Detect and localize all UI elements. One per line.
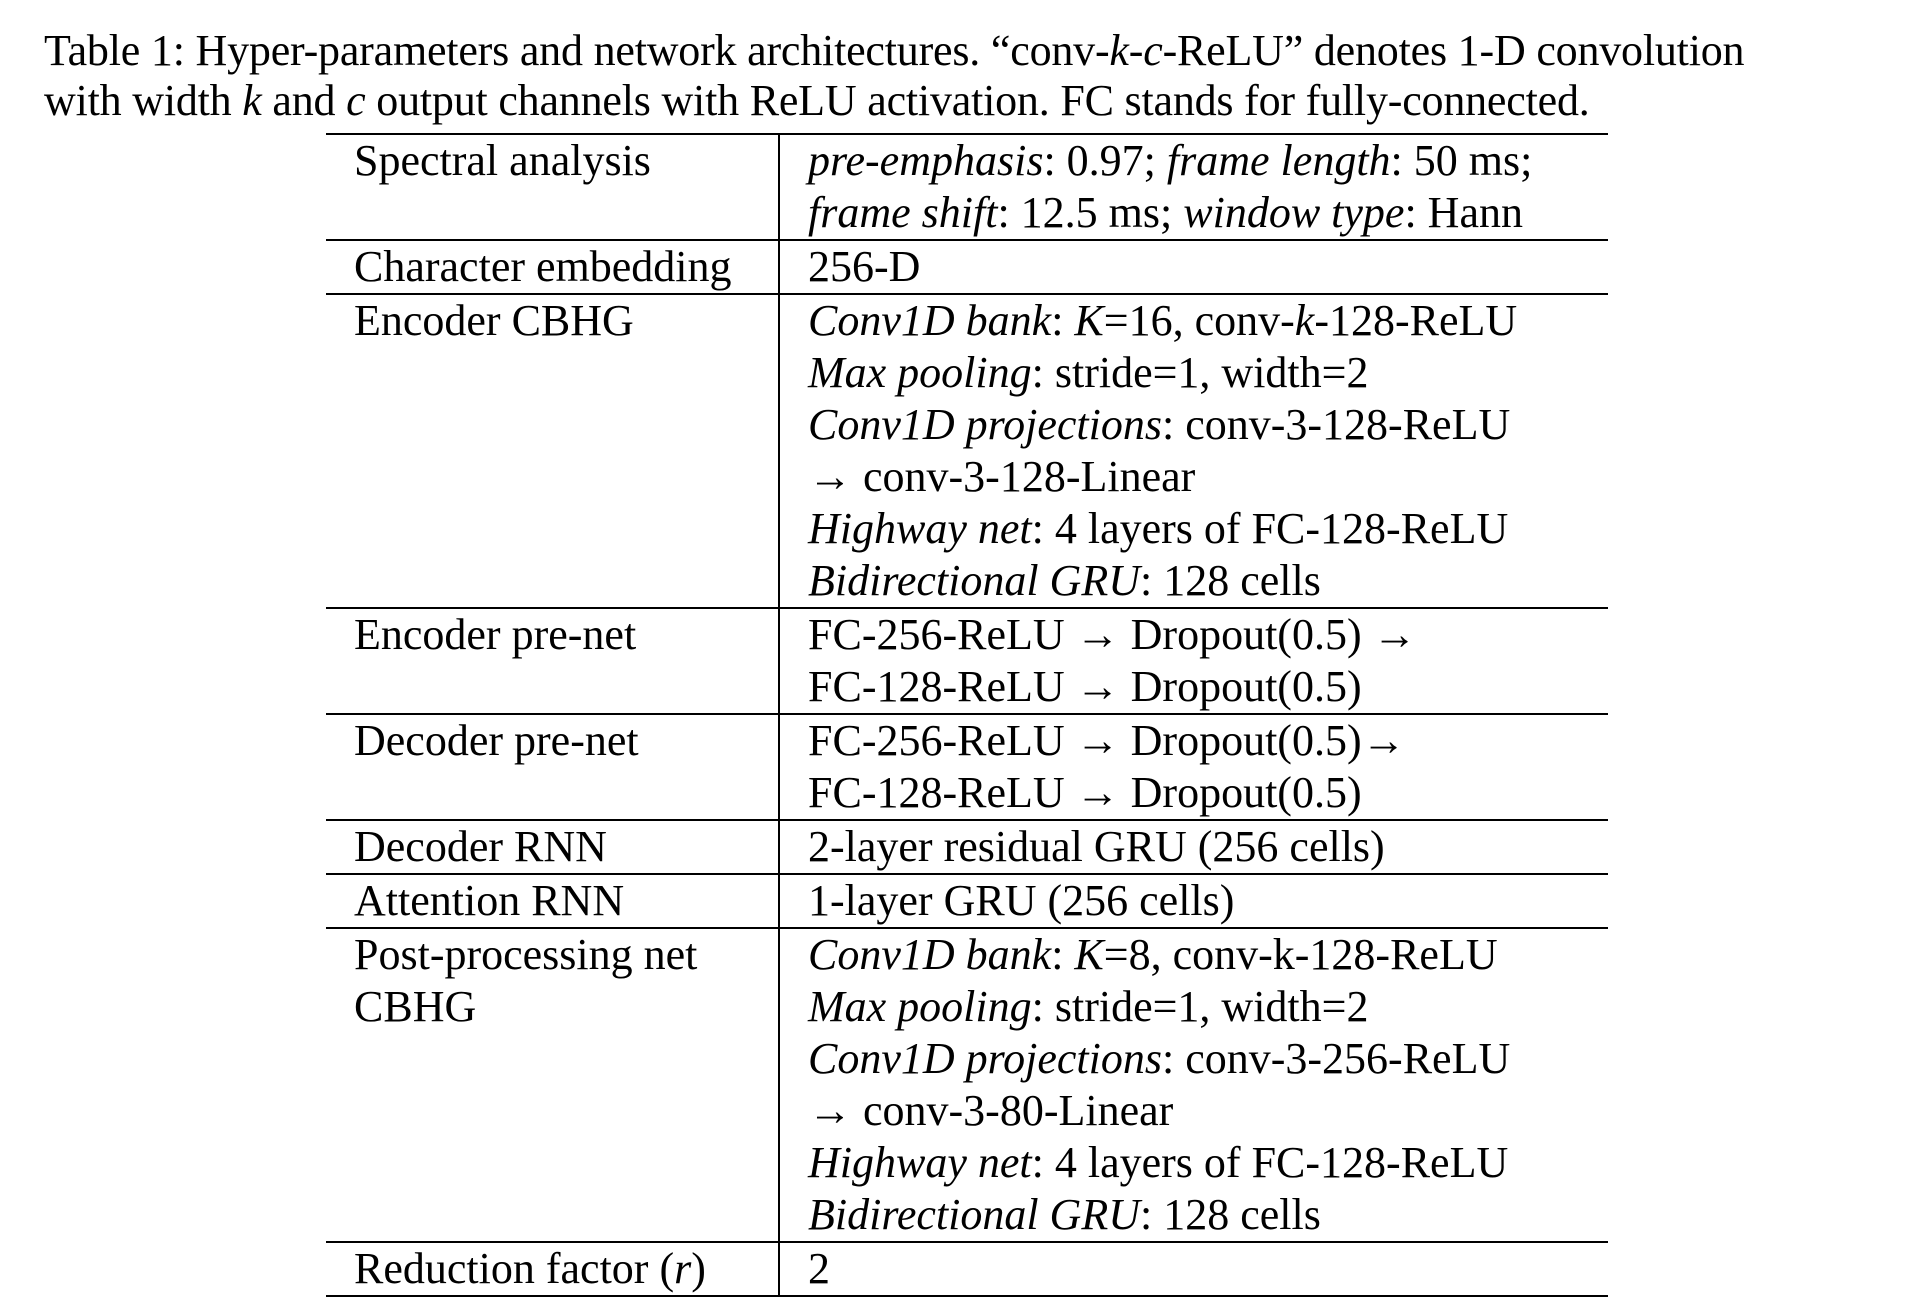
parameter-name-cell: Reduction factor (r) <box>326 1243 780 1295</box>
table-row: Character embedding 256-D <box>326 241 1608 295</box>
parameter-name-cell: Spectral analysis <box>326 135 780 239</box>
parameter-value-line: Highway net: 4 layers of FC-128-ReLU <box>808 1138 1509 1187</box>
parameter-name-cell: Encoder pre-net <box>326 609 780 713</box>
caption-line-1: Table 1: Hyper-parameters and network ar… <box>44 26 1745 75</box>
parameter-name: Post-processing net <box>354 930 698 979</box>
parameter-value-line: FC-256-ReLU → Dropout(0.5)→ <box>808 716 1406 765</box>
parameter-value-line: FC-128-ReLU → Dropout(0.5) <box>808 768 1362 817</box>
parameter-name: Reduction factor (r) <box>354 1244 706 1293</box>
parameter-value-line: → conv-3-128-Linear <box>808 452 1196 501</box>
parameter-name-cell: Encoder CBHG <box>326 295 780 607</box>
parameter-value-line: Max pooling: stride=1, width=2 <box>808 982 1369 1031</box>
parameter-value-line: Conv1D projections: conv-3-256-ReLU <box>808 1034 1511 1083</box>
parameter-value-cell: pre-emphasis: 0.97; frame length: 50 ms;… <box>780 135 1608 239</box>
table-row: Decoder RNN 2-layer residual GRU (256 cel… <box>326 821 1608 875</box>
parameter-value-line: Conv1D bank: K=16, conv-k-128-ReLU <box>808 296 1518 345</box>
parameter-value-line: Highway net: 4 layers of FC-128-ReLU <box>808 504 1509 553</box>
table-row: Encoder pre-net FC-256-ReLU → Dropout(0.5… <box>326 609 1608 715</box>
table-row: Reduction factor (r) 2 <box>326 1243 1608 1297</box>
parameter-value-line: Bidirectional GRU: 128 cells <box>808 556 1321 605</box>
parameter-name: Decoder pre-net <box>354 716 639 765</box>
table-row: Spectral analysis pre-emphasis: 0.97; fra… <box>326 135 1608 241</box>
parameter-name-cell: Character embedding <box>326 241 780 293</box>
parameter-name: Character embedding <box>354 242 732 291</box>
parameter-name-cell: Decoder RNN <box>326 821 780 873</box>
table-row: Encoder CBHG Conv1D bank: K=16, conv-k-12… <box>326 295 1608 609</box>
parameter-name: CBHG <box>354 982 477 1031</box>
parameter-value-cell: 1-layer GRU (256 cells) <box>780 875 1608 927</box>
table-caption: Table 1: Hyper-parameters and network ar… <box>44 26 1904 126</box>
parameter-value-line: → conv-3-80-Linear <box>808 1086 1174 1135</box>
parameter-name: Decoder RNN <box>354 822 607 871</box>
parameter-name-cell: Attention RNN <box>326 875 780 927</box>
parameter-value-line: 2-layer residual GRU (256 cells) <box>808 822 1385 871</box>
parameter-value-cell: FC-256-ReLU → Dropout(0.5)→FC-128-ReLU →… <box>780 715 1608 819</box>
table-row: Decoder pre-net FC-256-ReLU → Dropout(0.5… <box>326 715 1608 821</box>
parameter-value-cell: FC-256-ReLU → Dropout(0.5) →FC-128-ReLU … <box>780 609 1608 713</box>
parameter-value-cell: 2-layer residual GRU (256 cells) <box>780 821 1608 873</box>
parameter-value-cell: 256-D <box>780 241 1608 293</box>
parameter-name: Encoder CBHG <box>354 296 634 345</box>
parameter-value-line: Bidirectional GRU: 128 cells <box>808 1190 1321 1239</box>
parameter-value-line: 256-D <box>808 242 921 291</box>
parameter-name-cell: Decoder pre-net <box>326 715 780 819</box>
parameter-name: Attention RNN <box>354 876 625 925</box>
table-row: Attention RNN 1-layer GRU (256 cells) <box>326 875 1608 929</box>
parameter-name: Spectral analysis <box>354 136 651 185</box>
parameter-value-line: FC-256-ReLU → Dropout(0.5) → <box>808 610 1417 659</box>
caption-line-2: with width k and c output channels with … <box>44 76 1590 125</box>
hyperparameter-table: Spectral analysis pre-emphasis: 0.97; fra… <box>326 133 1608 1297</box>
parameter-value-line: 1-layer GRU (256 cells) <box>808 876 1235 925</box>
parameter-value-cell: 2 <box>780 1243 1608 1295</box>
parameter-value-line: Conv1D projections: conv-3-128-ReLU <box>808 400 1511 449</box>
parameter-value-line: 2 <box>808 1244 830 1293</box>
parameter-value-line: Conv1D bank: K=8, conv-k-128-ReLU <box>808 930 1498 979</box>
parameter-name: Encoder pre-net <box>354 610 637 659</box>
parameter-value-line: pre-emphasis: 0.97; frame length: 50 ms; <box>808 136 1533 185</box>
parameter-value-line: FC-128-ReLU → Dropout(0.5) <box>808 662 1362 711</box>
parameter-value-line: frame shift: 12.5 ms; window type: Hann <box>808 188 1523 237</box>
parameter-value-line: Max pooling: stride=1, width=2 <box>808 348 1369 397</box>
